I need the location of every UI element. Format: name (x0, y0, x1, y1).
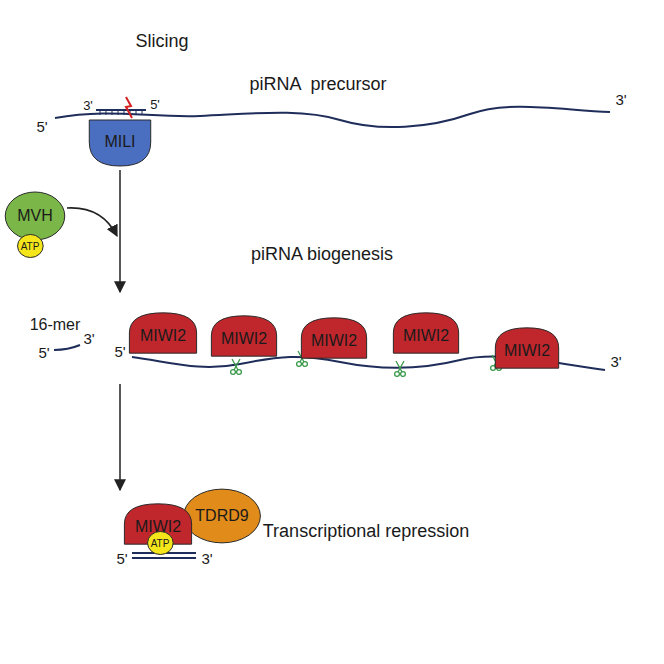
miwi2-protein: MIWI2 (392, 312, 460, 354)
end-label: 5' (114, 344, 125, 361)
tdrd9-protein: TDRD9 (182, 488, 262, 544)
node-text: MIWI2 (504, 336, 550, 360)
pirna-duplex (132, 557, 196, 559)
mili-protein: MILI (88, 117, 152, 167)
cleavage-scissors (395, 361, 406, 376)
end-label: 5' (38, 345, 49, 362)
miwi2-protein: MIWI2 (494, 327, 560, 369)
node-text: ATP (21, 241, 40, 252)
process-label: piRNA biogenesis (251, 245, 393, 265)
mvh-join-arrow (67, 208, 117, 236)
end-label: 5' (150, 98, 160, 112)
node-text: MIWI2 (311, 326, 357, 350)
base-pairs (100, 110, 142, 115)
node-text: MIWI2 (221, 324, 267, 348)
pirna-16mer (54, 345, 80, 350)
miwi2-protein: MIWI2 (128, 312, 198, 354)
end-label: 3' (615, 92, 626, 109)
end-label: 5' (116, 551, 127, 568)
node-text: MIWI2 (140, 321, 186, 345)
end-label: 3' (83, 99, 93, 113)
node-text: MILI (104, 133, 135, 151)
end-label: 5' (36, 119, 47, 136)
node-text: TDRD9 (195, 507, 248, 525)
atp-badge: ATP (147, 531, 174, 555)
pirna-length-label: 16-mer (30, 316, 81, 334)
atp-badge: ATP (17, 234, 44, 258)
mvh-helicase: MVH (4, 191, 66, 241)
miwi2-protein: MIWI2 (210, 315, 278, 357)
end-label: 3' (83, 331, 94, 348)
cleavage-scissors (231, 359, 242, 374)
node-text: MVH (17, 207, 53, 225)
process-label: Transcriptional repression (263, 522, 469, 542)
node-text: MIWI2 (403, 321, 449, 345)
slicing-mark (126, 97, 132, 118)
pirna-guide (96, 109, 146, 111)
node-text: ATP (151, 538, 170, 549)
title-label: piRNA precursor (249, 75, 386, 95)
end-label: 3' (610, 354, 621, 371)
flow-arrow (119, 170, 121, 292)
process-label: Slicing (135, 32, 188, 52)
flow-arrow (119, 384, 121, 490)
miwi2-protein: MIWI2 (300, 317, 368, 359)
end-label: 3' (201, 551, 212, 568)
